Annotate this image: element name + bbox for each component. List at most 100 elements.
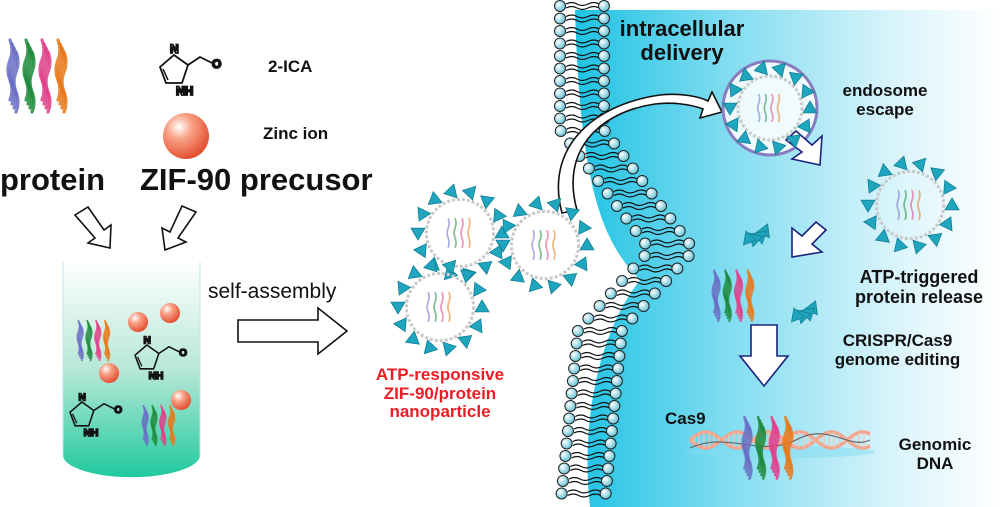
genomic-dna <box>685 430 875 458</box>
zif-fragment <box>790 300 818 325</box>
label-release-line1: ATP-triggered <box>859 267 979 287</box>
label-crispr-line1: CRISPR/Cas9 <box>842 331 953 350</box>
lipid <box>616 275 673 287</box>
svg-text:N: N <box>144 335 151 346</box>
lipid <box>629 225 686 237</box>
lipid <box>569 350 626 362</box>
label-dna-line2: DNA <box>916 453 954 473</box>
lipid <box>554 50 610 62</box>
zif-nanoparticle-escaped <box>860 155 960 255</box>
svg-text:O: O <box>179 348 187 359</box>
label-release-line2: protein release <box>854 286 984 307</box>
lipid <box>568 362 625 375</box>
lipid <box>561 425 618 437</box>
zinc-ions-in-solution <box>99 303 191 410</box>
ica-molecule: N NH O <box>158 41 222 99</box>
svg-text:N: N <box>170 42 179 56</box>
lipid <box>554 75 610 87</box>
label-zif-precursor: ZIF-90 precusor <box>140 162 373 197</box>
ica-molecule: N NH O <box>69 392 123 440</box>
svg-text:NH: NH <box>84 428 99 439</box>
label-delivery-line2: delivery <box>640 40 724 66</box>
zif-fragment <box>742 223 770 248</box>
lipid <box>554 87 610 100</box>
lipid <box>565 387 622 400</box>
protein-glyphs <box>6 38 794 480</box>
svg-text:O: O <box>212 57 221 71</box>
label-delivery-line1: intracellular <box>619 16 745 41</box>
lipid <box>554 0 610 12</box>
lipid <box>554 100 610 112</box>
lipid <box>593 300 650 312</box>
lipid <box>564 400 621 412</box>
svg-text:N: N <box>79 392 86 403</box>
lipid <box>566 375 623 387</box>
protein-legend <box>6 38 68 114</box>
label-2-ica: 2-ICA <box>268 57 313 76</box>
label-protein-release: ATP-triggered protein release <box>838 267 1000 308</box>
lipid <box>560 437 617 450</box>
lipid <box>601 187 658 200</box>
lipid <box>611 200 667 212</box>
protein-in-solution <box>141 404 176 447</box>
released-protein <box>711 269 755 323</box>
zif-nanoparticle-in-endosome <box>722 60 818 156</box>
label-nanoparticle-line3: nanoparticle <box>389 402 491 422</box>
protein-in-solution <box>76 319 111 362</box>
lipid <box>555 487 612 500</box>
lipid <box>570 337 627 350</box>
zif-nanoparticles <box>390 60 960 357</box>
lipid <box>639 237 696 250</box>
label-intracellular-delivery: intracellular delivery <box>612 16 752 66</box>
label-nanoparticle-line1: ATP-responsive <box>375 365 505 384</box>
lipid <box>592 175 649 187</box>
lipid <box>582 312 639 325</box>
lipid <box>564 137 621 150</box>
lipid <box>556 475 613 487</box>
svg-text:NH: NH <box>149 371 164 382</box>
label-endosome-line2: escape <box>856 99 914 119</box>
ica-molecule: N NH O <box>134 335 188 383</box>
lipid <box>554 25 610 37</box>
lipid <box>604 287 661 300</box>
label-genomic-dna: Genomic DNA <box>885 435 985 473</box>
label-nanoparticle: ATP-responsive ZIF-90/protein nanopartic… <box>370 365 510 422</box>
svg-text:O: O <box>114 405 122 416</box>
lipid <box>554 12 610 25</box>
dna-strand <box>688 430 871 450</box>
genome-editing-arrow <box>738 324 790 388</box>
label-cas9: Cas9 <box>665 409 706 428</box>
lipid <box>554 62 610 75</box>
lipid <box>558 462 615 475</box>
lipid <box>582 162 639 175</box>
self-assembly-arrow <box>237 306 349 356</box>
lipid <box>554 37 610 50</box>
lipid <box>563 412 620 425</box>
zif-nanoparticle <box>495 195 595 295</box>
label-endosome-line1: endosome <box>842 81 928 100</box>
cas9-protein <box>741 415 794 480</box>
zif-nanoparticle <box>390 257 490 357</box>
label-nanoparticle-line2: ZIF-90/protein <box>383 383 497 403</box>
lipid <box>571 325 628 337</box>
lipid <box>638 250 695 262</box>
label-self-assembly: self-assembly <box>208 280 337 303</box>
label-endosome-escape: endosome escape <box>830 81 940 119</box>
label-protein: protein <box>0 162 106 197</box>
svg-text:NH: NH <box>176 84 193 98</box>
lipid <box>627 262 684 275</box>
label-crispr-editing: CRISPR/Cas9 genome editing <box>815 331 980 369</box>
lipid <box>620 212 677 225</box>
dna-shadow <box>685 446 875 458</box>
protein-release-arrow <box>791 220 828 258</box>
guide-rna <box>689 433 871 449</box>
arrow-precursor-to-solution <box>161 204 198 252</box>
arrow-protein-to-solution <box>73 205 112 249</box>
label-crispr-line2: genome editing <box>834 349 961 369</box>
ica-molecule-structure: N NH O N NH O N NH O <box>69 41 222 440</box>
lipid-bilayer-membrane <box>554 0 696 500</box>
zinc-ion-sphere <box>163 113 209 159</box>
cell-interior <box>575 10 1000 507</box>
label-dna-line1: Genomic <box>898 435 972 454</box>
